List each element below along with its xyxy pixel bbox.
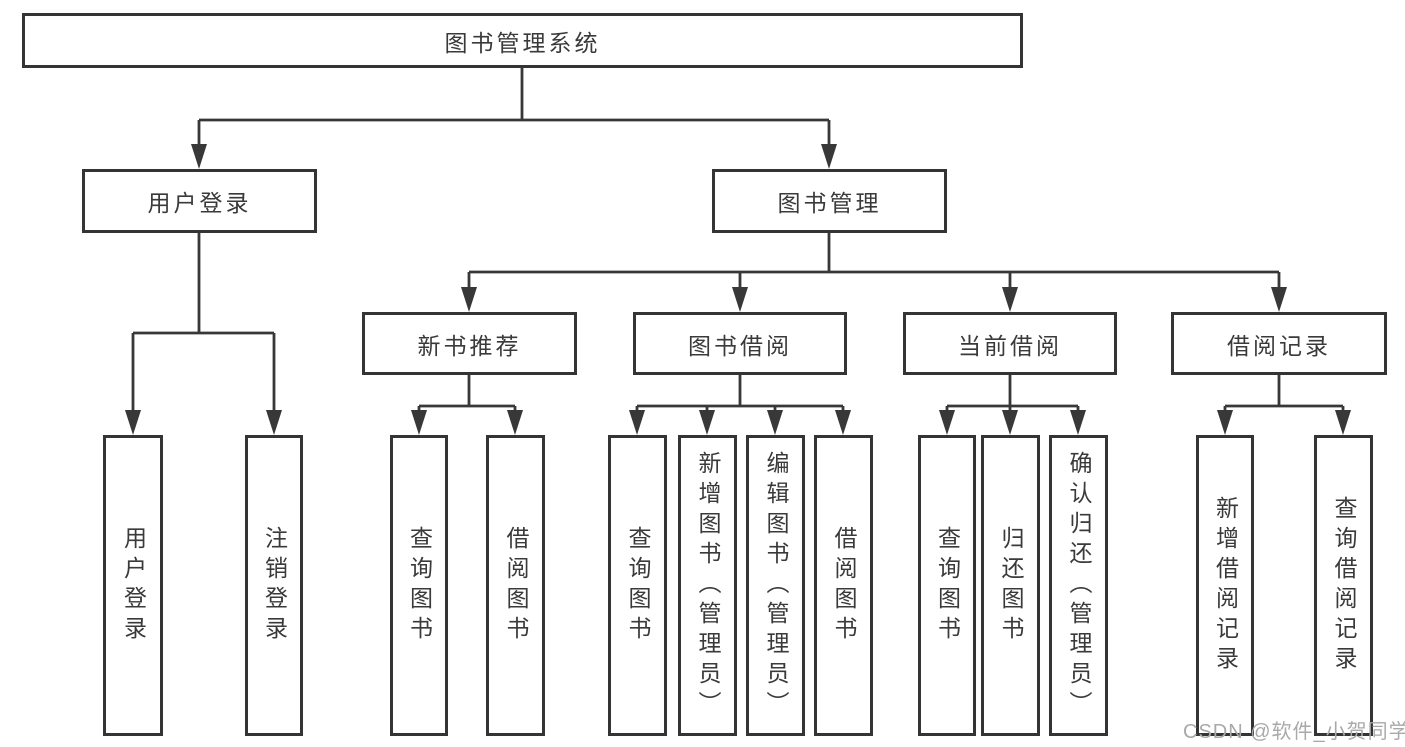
node-book-borrowing: 图书借阅 (633, 312, 847, 375)
node-root: 图书管理系统 (22, 13, 1023, 68)
leaf-borrow-books-recommend-label: 借阅图书 (503, 525, 529, 646)
leaf-edit-books-admin: 编辑图书（管理员） (746, 435, 805, 736)
node-user-login: 用户登录 (82, 169, 317, 233)
node-book-management: 图书管理 (712, 169, 947, 233)
node-new-book-recommend: 新书推荐 (362, 312, 577, 375)
leaf-edit-books-admin-label: 编辑图书（管理员） (763, 450, 789, 721)
leaf-add-books-admin: 新增图书（管理员） (678, 435, 737, 736)
leaf-query-borrow-record-label: 查询借阅记录 (1331, 495, 1357, 676)
leaf-borrow-books-label: 借阅图书 (831, 525, 857, 646)
node-root-label: 图书管理系统 (444, 29, 601, 56)
leaf-user-login: 用户登录 (103, 435, 163, 736)
leaf-query-books-borrowing: 查询图书 (608, 435, 667, 736)
node-current-borrowing: 当前借阅 (903, 312, 1117, 375)
leaf-logout: 注销登录 (245, 435, 303, 736)
leaf-query-books-recommend-label: 查询图书 (406, 525, 433, 646)
node-book-management-label: 图书管理 (777, 190, 882, 216)
arrowheads (125, 144, 1351, 435)
node-book-borrowing-label: 图书借阅 (688, 332, 792, 359)
leaf-add-books-admin-label: 新增图书（管理员） (695, 450, 721, 721)
leaf-confirm-return-admin: 确认归还（管理员） (1049, 435, 1108, 736)
leaf-return-books-label: 归还图书 (998, 525, 1024, 646)
node-user-login-label: 用户登录 (147, 190, 252, 216)
leaf-query-books-current: 查询图书 (918, 435, 976, 736)
leaf-query-borrow-record: 查询借阅记录 (1314, 435, 1373, 736)
leaf-query-books-current-label: 查询图书 (934, 525, 961, 646)
leaf-logout-label: 注销登录 (261, 525, 288, 646)
leaf-add-borrow-record-label: 新增借阅记录 (1212, 495, 1239, 676)
leaf-query-books-borrowing-label: 查询图书 (625, 525, 651, 646)
leaf-borrow-books: 借阅图书 (814, 435, 873, 736)
node-borrowing-records-label: 借阅记录 (1227, 332, 1331, 359)
leaf-return-books: 归还图书 (981, 435, 1040, 736)
node-current-borrowing-label: 当前借阅 (958, 332, 1062, 359)
leaf-confirm-return-admin-label: 确认归还（管理员） (1066, 450, 1092, 721)
leaf-query-books-recommend: 查询图书 (390, 435, 448, 736)
watermark-text: CSDN @软件_小贺同学 (1183, 721, 1405, 743)
leaf-user-login-label: 用户登录 (120, 525, 147, 646)
node-borrowing-records: 借阅记录 (1171, 312, 1387, 375)
leaf-borrow-books-recommend: 借阅图书 (486, 435, 545, 736)
leaf-add-borrow-record: 新增借阅记录 (1196, 435, 1254, 736)
node-new-book-recommend-label: 新书推荐 (417, 332, 522, 359)
